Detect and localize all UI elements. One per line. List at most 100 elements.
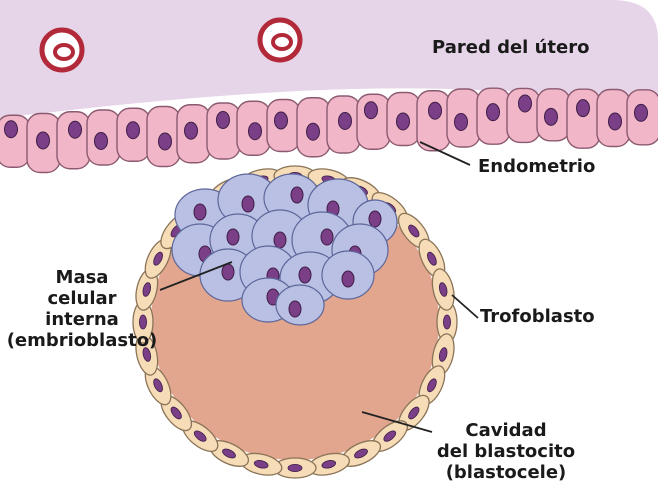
nucleus: [216, 110, 230, 129]
nucleus: [4, 120, 18, 139]
trophoblast-cell: [135, 268, 159, 311]
endometrium-cell: [116, 107, 151, 162]
nucleus: [153, 251, 163, 266]
nucleus: [193, 430, 207, 442]
nucleus: [184, 121, 198, 140]
nucleus: [94, 131, 108, 150]
trophoblast-cell: [181, 420, 219, 453]
nucleus: [126, 121, 140, 140]
nucleus: [193, 203, 207, 221]
nucleus: [290, 186, 304, 204]
nucleus: [321, 460, 337, 469]
endometrium-cell: [386, 91, 421, 147]
nucleus: [142, 347, 152, 362]
endometrium-cell: [416, 90, 451, 152]
vessel-wall: [257, 17, 303, 63]
trophoblast-cell: [208, 440, 250, 467]
nucleus: [408, 406, 420, 420]
nucleus: [438, 347, 448, 362]
inner-cell-mass-cell: [321, 250, 375, 300]
nucleus: [221, 263, 235, 281]
nucleus: [438, 282, 448, 297]
nucleus: [36, 131, 50, 150]
nucleus: [454, 112, 468, 131]
nucleus: [383, 430, 397, 442]
leader-line: [159, 261, 233, 291]
endometrium-cell: [206, 102, 241, 160]
endometrium-cell: [266, 98, 301, 153]
label-uterine-wall: Pared del útero: [432, 37, 590, 58]
vessel-wall: [39, 27, 85, 73]
trophoblast-cell: [273, 457, 317, 479]
leader-line: [419, 141, 471, 166]
label-trophoblast: Trofoblasto: [480, 306, 595, 327]
endometrium-cell: [446, 88, 481, 148]
nucleus: [396, 112, 410, 131]
endometrium-cell: [506, 87, 541, 144]
nucleus: [170, 406, 182, 420]
nucleus: [68, 120, 82, 139]
nucleus: [338, 111, 352, 130]
nucleus: [364, 101, 378, 120]
leader-line: [451, 294, 479, 319]
blood-vessel-icon: [257, 17, 303, 63]
nucleus: [226, 228, 240, 246]
endometrium-cell: [176, 104, 211, 164]
endometrium-cell: [56, 111, 91, 170]
endometrium-cell: [236, 100, 271, 156]
nucleus: [354, 448, 368, 459]
endometrium-cell-body: [566, 88, 601, 149]
nucleus: [253, 460, 269, 469]
nucleus: [139, 314, 147, 330]
nucleus: [158, 132, 172, 151]
nucleus: [142, 282, 152, 297]
blood-vessel-icon: [39, 27, 85, 73]
nucleus: [428, 101, 442, 120]
endometrium-cell-body: [56, 111, 91, 170]
leader-line: [361, 411, 433, 433]
endometrium-cell: [0, 114, 31, 168]
nucleus: [408, 224, 420, 238]
label-blastocoel: Cavidad del blastocito (blastocele): [428, 420, 584, 483]
nucleus: [241, 195, 255, 213]
label-inner-cell-mass: Masa celular interna (embrioblasto): [0, 267, 164, 351]
vessel-cell: [53, 43, 75, 61]
endometrium-cell: [476, 87, 511, 145]
trophoblast-cell: [132, 300, 154, 344]
blood-vessels: [39, 17, 303, 73]
nucleus: [427, 378, 437, 393]
nucleus: [544, 107, 558, 126]
label-endometrium: Endometrio: [478, 156, 596, 177]
vessel-cell: [271, 33, 293, 51]
endometrium-cell: [296, 97, 331, 158]
trophoblast-cell: [239, 452, 283, 476]
nucleus: [486, 103, 500, 122]
nucleus: [320, 228, 334, 246]
nucleus: [248, 122, 262, 141]
trophoblast-cell: [340, 440, 382, 467]
label-inner-cell-mass-line-3: interna: [45, 309, 119, 330]
endometrium-cell: [566, 88, 601, 149]
nucleus: [427, 251, 437, 266]
trophoblast-cell: [436, 300, 458, 344]
nucleus: [298, 266, 312, 284]
endometrium-cell: [626, 89, 658, 146]
nucleus: [153, 378, 163, 393]
nucleus: [368, 210, 382, 228]
endometrium-cell: [326, 95, 361, 154]
nucleus: [273, 231, 287, 249]
nucleus: [443, 314, 451, 330]
label-inner-cell-mass-line-1: Masa: [55, 267, 109, 288]
nucleus: [287, 464, 303, 472]
label-inner-cell-mass-line-2: celular: [47, 288, 117, 309]
label-blastocoel-line-1: Cavidad: [465, 420, 547, 441]
nucleus: [608, 112, 622, 131]
nucleus: [288, 300, 302, 318]
endometrium-cell: [86, 109, 121, 166]
label-blastocoel-line-3: (blastocele): [445, 462, 567, 483]
inner-cell-mass-cell: [275, 284, 325, 326]
endometrium-cell: [26, 112, 61, 174]
label-blastocoel-line-2: del blastocito: [436, 441, 576, 462]
